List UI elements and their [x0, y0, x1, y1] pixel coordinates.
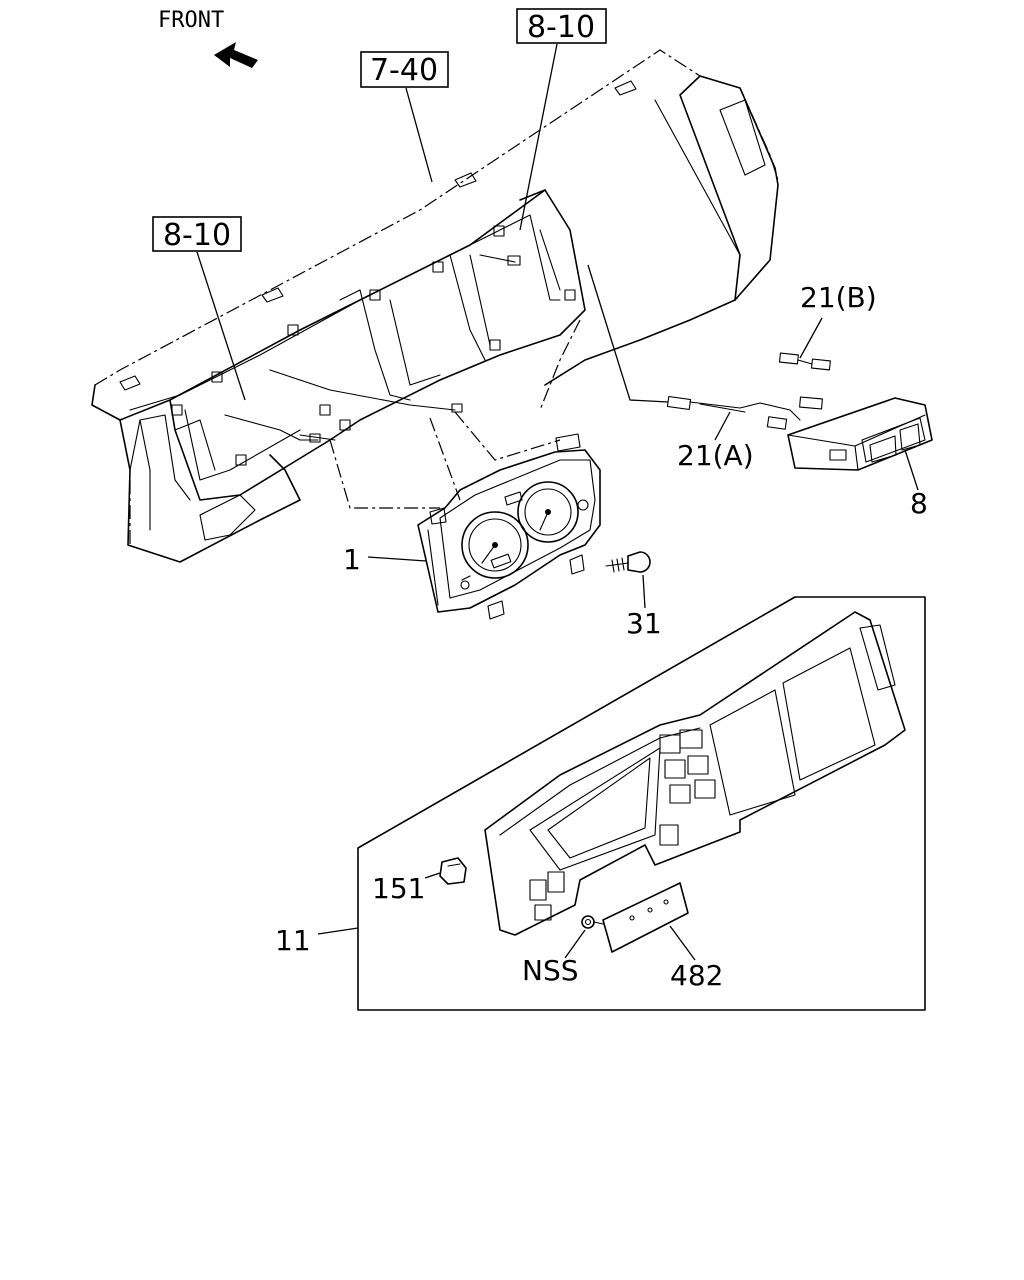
callout-31: 31: [626, 607, 662, 640]
plate-482: [602, 882, 689, 953]
callout-nss: NSS: [522, 954, 579, 987]
callout-482: 482: [670, 959, 723, 992]
module-8: [787, 397, 933, 471]
ref-box-8-10-top: 8-10: [516, 8, 607, 45]
ref-box-7-40: 7-40: [360, 51, 449, 88]
callout-151: 151: [372, 872, 425, 905]
callout-21b: 21(B): [800, 281, 877, 314]
clip-151: [439, 857, 467, 885]
callout-11: 11: [275, 924, 311, 957]
ref-7-40-label: 7-40: [370, 53, 438, 88]
group-11-frame: [357, 596, 926, 1011]
ref-box-8-10-left: 8-10: [152, 216, 242, 253]
dash-harness-wires: [224, 254, 521, 443]
nut-nss: [581, 915, 604, 929]
ref-8-10-left-label: 8-10: [163, 218, 231, 253]
callout-1: 1: [343, 543, 361, 576]
harness-21b: [778, 352, 831, 371]
harness-21a: [666, 395, 823, 430]
ref-8-10-top-label: 8-10: [527, 10, 595, 45]
callout-21a: 21(A): [677, 439, 754, 472]
screw-31: [605, 551, 651, 573]
front-label: FRONT: [158, 8, 224, 33]
instrument-panel: [91, 49, 779, 563]
callout-8: 8: [910, 487, 928, 520]
instrument-cluster: [417, 433, 601, 620]
cluster-bezel: [484, 611, 906, 936]
front-arrow-icon: [214, 42, 258, 68]
